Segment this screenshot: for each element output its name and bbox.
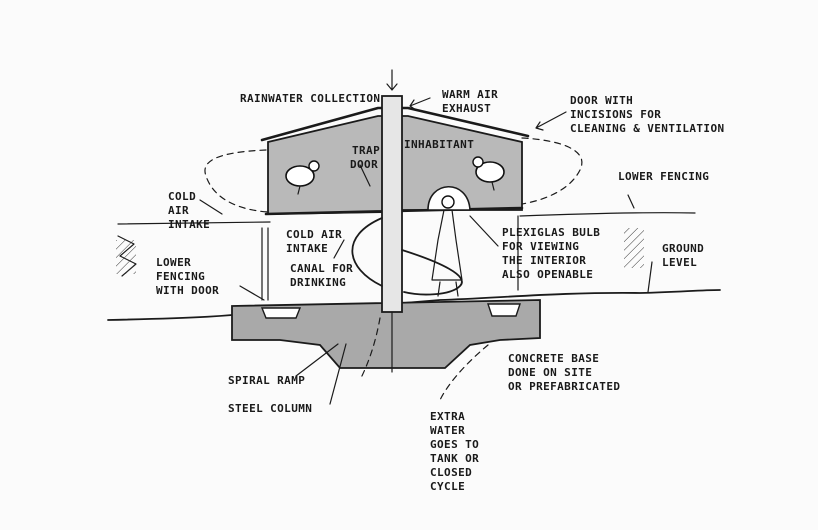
label-lower-left-2: FENCING [156,270,205,283]
label-extra-2: WATER [430,424,465,437]
label-inhabitant: INHABITANT [404,138,474,151]
label-extra-1: EXTRA [430,410,465,423]
ground-hatch-left-fill [116,240,136,274]
label-ground-2: LEVEL [662,256,697,269]
ground-hatch-right-fill [624,228,644,268]
label-door-1: DOOR WITH [570,94,633,107]
label-cold-center-2: INTAKE [286,242,328,255]
label-trap-1: TRAP [352,144,380,157]
lower-fencing-left [261,227,269,301]
extra-water-flow [439,344,489,401]
person-figure [431,195,463,297]
label-plexiglas-2: FOR VIEWING [502,240,579,253]
label-plexiglas-1: PLEXIGLAS BULB [502,226,600,239]
air-flow-left [204,149,269,213]
label-cold-left-2: AIR [168,204,189,217]
label-rainwater: RAINWATER COLLECTION [240,92,380,105]
fencing-line [117,212,696,225]
label-trap-2: DOOR [350,158,378,171]
label-extra-5: CLOSED [430,466,472,479]
label-canal-1: CANAL FOR [290,262,353,275]
bird-right [472,156,505,191]
label-warm-air-2: EXHAUST [442,102,491,115]
air-flow-right [521,137,583,205]
label-plexiglas-4: ALSO OPENABLE [502,268,593,281]
label-spiral-ramp: SPIRAL RAMP [228,374,305,387]
label-canal-2: DRINKING [290,276,346,289]
label-lower-left-1: LOWER [156,256,191,269]
label-warm-air-1: WARM AIR [442,88,498,101]
label-concrete-1: CONCRETE BASE [508,352,599,365]
label-concrete-2: DONE ON SITE [508,366,592,379]
label-door-2: INCISIONS FOR [570,108,661,121]
drinking-canals [260,303,521,319]
drain-flow [359,317,381,381]
concrete-base [231,299,541,369]
label-cold-center-1: COLD AIR [286,228,342,241]
label-lower-left-3: WITH DOOR [156,284,219,297]
label-lower-fencing-right: LOWER FENCING [618,170,709,183]
pointer-arrows [199,69,653,405]
label-extra-3: GOES TO [430,438,479,451]
label-plexiglas-3: THE INTERIOR [502,254,586,267]
label-cold-left-1: COLD [168,190,196,203]
steel-column [381,95,403,313]
label-extra-6: CYCLE [430,480,465,493]
label-cold-left-3: INTAKE [168,218,210,231]
label-steel-column: STEEL COLUMN [228,402,312,415]
label-door-3: CLEANING & VENTILATION [570,122,725,135]
spiral-ramp [351,217,463,296]
label-ground-1: GROUND [662,242,704,255]
ground-line [107,289,721,321]
label-concrete-3: OR PREFABRICATED [508,380,620,393]
label-extra-4: TANK OR [430,452,479,465]
bird-left [285,160,320,195]
